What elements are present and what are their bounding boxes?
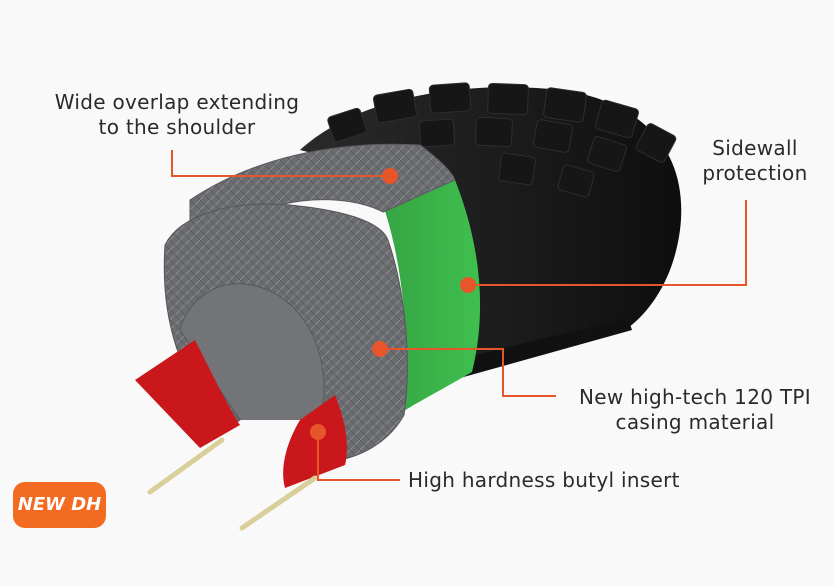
callout-sidewall-line2: protection <box>702 161 808 185</box>
leader-dots <box>310 168 476 440</box>
callout-casing-line2: casing material <box>615 410 775 434</box>
callout-sidewall-line1: Sidewall <box>712 136 798 160</box>
callout-butyl-text: High hardness butyl insert <box>408 468 680 492</box>
leader-casing <box>380 348 556 397</box>
leader-overlap <box>171 150 390 177</box>
butyl-insert-right <box>283 395 347 488</box>
bead-wire-left <box>147 437 225 495</box>
tire-bead-edge <box>455 318 632 378</box>
callout-butyl: High hardness butyl insert <box>408 468 728 493</box>
callout-casing-line1: New high-tech 120 TPI <box>579 385 811 409</box>
callout-sidewall: Sidewall protection <box>690 136 820 186</box>
dot-butyl <box>310 424 326 440</box>
callout-overlap-line2: to the shoulder <box>98 115 256 139</box>
dot-overlap <box>382 168 398 184</box>
dot-casing <box>372 341 388 357</box>
leader-butyl <box>317 432 400 481</box>
leader-sidewall <box>468 200 747 286</box>
casing-cavity-shadow <box>180 283 324 420</box>
callout-casing: New high-tech 120 TPI casing material <box>560 385 830 435</box>
bead-wire-right <box>239 475 318 531</box>
leader-lines <box>171 150 747 481</box>
dot-sidewall <box>460 277 476 293</box>
new-dh-badge: NEW DH <box>13 482 106 528</box>
tread-knobs <box>327 82 677 198</box>
butyl-insert-left <box>135 340 240 448</box>
callout-overlap-line1: Wide overlap extending <box>54 90 300 114</box>
callout-overlap: Wide overlap extending to the shoulder <box>52 90 302 140</box>
